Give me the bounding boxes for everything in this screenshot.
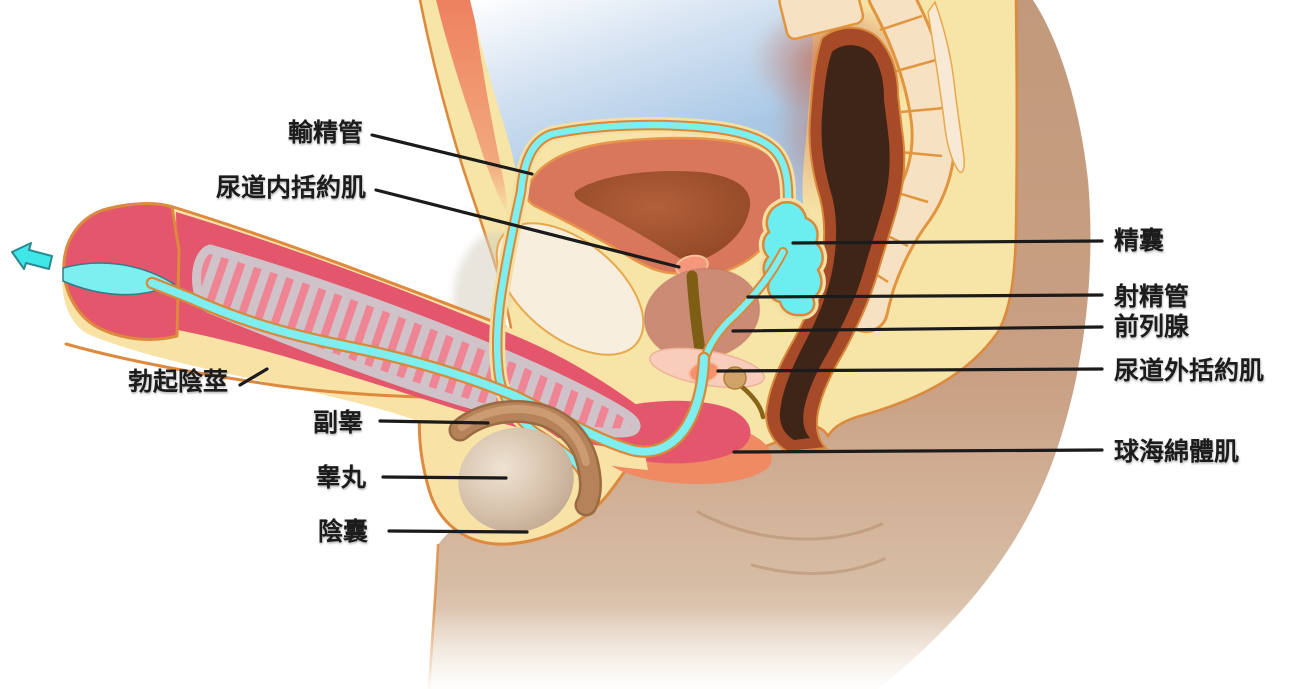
label-epididymis: 副睾 [313,408,363,437]
labels: 輸精管 尿道内括約肌 勃起陰莖 副睾 睾丸 陰囊 精囊 射精管 前列腺 尿道外括… [128,118,1264,546]
leader-scrotum [387,529,529,534]
label-testis: 睾丸 [316,463,366,492]
urethra [145,276,711,458]
label-erect-penis: 勃起陰莖 [128,367,228,396]
pubic-bone [495,222,645,356]
rectum-lumen [779,45,890,440]
buttock-thigh-skin [429,0,1091,689]
bladder-lumen [574,170,751,262]
label-seminal-vesicle: 精囊 [1114,227,1164,255]
buttock-crease-lines [696,510,886,575]
leader-internal-sphincter [374,188,681,269]
label-prostate: 前列腺 [1114,312,1190,341]
label-internal-urethral-sphincter: 尿道内括約肌 [216,173,366,202]
ejaculatory-duct [699,247,788,367]
scrotum-outline [417,394,643,546]
peritoneal-cavity [470,0,815,213]
urethral-meatus [62,262,176,296]
leader-epididymis [378,419,490,425]
bladder [525,136,786,275]
testis [458,427,574,533]
epididymis [448,399,602,517]
label-ejaculatory-duct: 射精管 [1113,282,1189,311]
leader-bulbospongiosus [732,448,1104,454]
seminal-vesicle [758,197,828,320]
penis-bottom-outline [64,342,426,399]
label-external-urethral-sphincter: 尿道外括約肌 [1114,356,1264,385]
leader-testis [381,475,508,480]
bottom-fade [390,608,1050,689]
label-scrotum: 陰囊 [318,517,368,546]
leader-erect-penis [238,367,269,387]
leader-prostate [731,325,1104,333]
leader-seminal-vesicle [791,239,1104,245]
leader-ejaculatory-duct [746,293,1104,299]
iliac-bone-sliver [927,0,965,174]
leader-vas-deferens [370,133,534,176]
cowper-gland-duct [738,383,766,420]
penis-top-outline [168,204,507,328]
label-vas-deferens: 輸精管 [288,118,363,147]
leader-external-sphincter [716,367,1104,373]
leader-lines [238,133,1104,534]
abdominal-muscle-stripe [436,0,508,216]
ejaculation-direction-arrow-icon [11,242,53,270]
label-bulbospongiosus-muscle: 球海綿體肌 [1114,437,1239,466]
rectum [764,26,906,454]
